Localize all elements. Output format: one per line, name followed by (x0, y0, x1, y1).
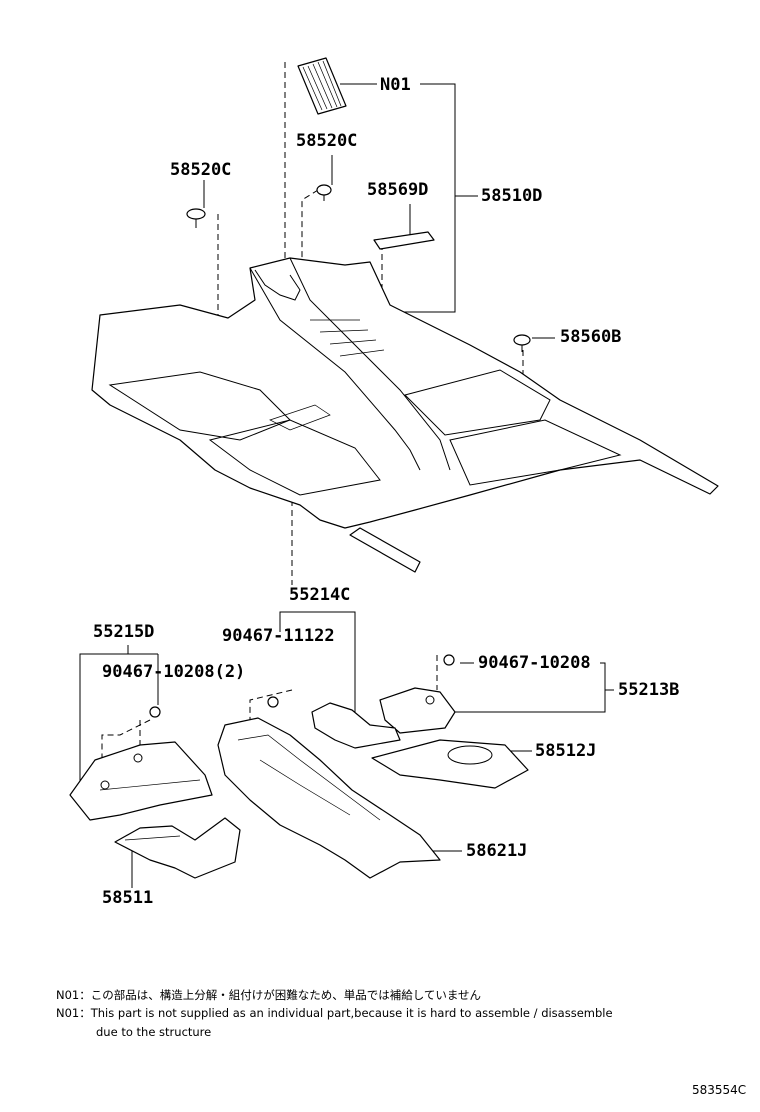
silencer-55215d (69, 741, 213, 821)
part-label-58520c-top: 58520C (296, 131, 358, 151)
part-label-58621j: 58621J (466, 841, 528, 861)
part-label-n01: N01 (380, 75, 411, 95)
part-label-90467-11122: 90467-11122 (222, 626, 335, 646)
part-label-55215d: 55215D (93, 622, 155, 642)
carpet-pad-58569d (373, 231, 435, 250)
part-label-58511: 58511 (102, 888, 154, 908)
footnote-english-line1: N01：This part is not supplied as an indi… (56, 1006, 613, 1020)
insulator-58511 (114, 817, 241, 879)
part-label-58520c-left: 58520C (170, 160, 232, 180)
silencer-55213b (379, 687, 456, 734)
floor-carpet-assembly (91, 257, 719, 573)
part-label-58560b: 58560B (560, 327, 622, 347)
part-label-55214c: 55214C (289, 585, 351, 605)
footnote-english-line2: due to the structure (96, 1025, 212, 1039)
part-label-90467-10208: 90467-10208 (478, 653, 591, 673)
diagram-code: 583554C (692, 1083, 747, 1097)
part-label-58510d: 58510D (481, 186, 543, 206)
accelerator-pedal (297, 57, 347, 115)
silencer-55214c (311, 702, 401, 749)
part-label-90467-10208-qty2: 90467-10208(2) (102, 662, 246, 682)
insulator-58621j (217, 717, 441, 879)
part-label-58569d: 58569D (367, 180, 429, 200)
part-label-58512j: 58512J (535, 741, 597, 761)
footnote-japanese: N01：この部品は、構造上分解・組付けが困難なため、単品では補給していません (56, 988, 482, 1002)
insulator-58512j (371, 739, 529, 789)
part-label-55213b: 55213B (618, 680, 680, 700)
leader-lines (79, 83, 614, 888)
clip-fasteners (149, 184, 531, 718)
